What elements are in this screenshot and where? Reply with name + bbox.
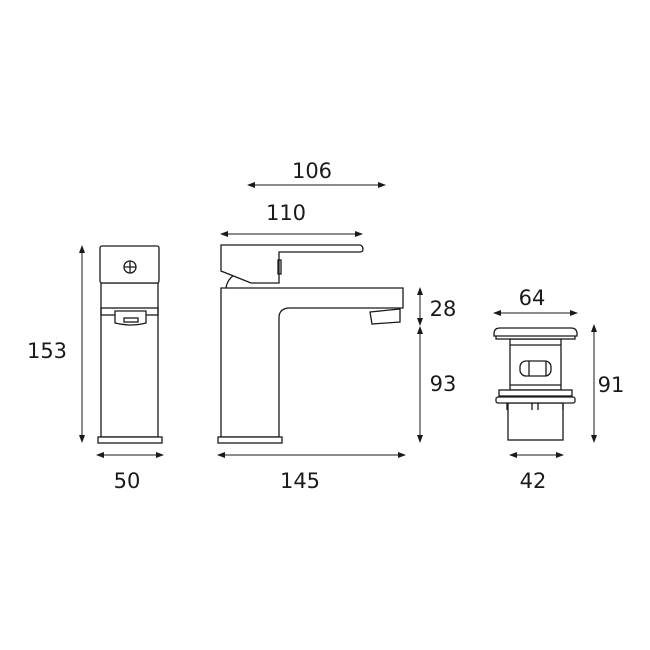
dim-label-spout-height: 93 xyxy=(430,372,457,396)
dim-label-spout-depth: 28 xyxy=(430,297,457,321)
dim-label-side-depth: 145 xyxy=(280,469,320,493)
dim-label-lever-length: 110 xyxy=(266,201,306,225)
screw-icon xyxy=(123,260,137,274)
waste-view xyxy=(493,327,578,441)
side-view xyxy=(217,244,404,444)
dim-label-lever-top-span: 106 xyxy=(292,159,332,183)
dim-label-waste-cap: 64 xyxy=(519,286,546,310)
front-view xyxy=(97,245,163,444)
dim-label-waste-body: 42 xyxy=(520,469,547,493)
dimension-lines xyxy=(79,182,597,458)
dim-label-front-height: 153 xyxy=(27,339,67,363)
dim-label-waste-height: 91 xyxy=(598,373,625,397)
dim-label-front-width: 50 xyxy=(114,469,141,493)
